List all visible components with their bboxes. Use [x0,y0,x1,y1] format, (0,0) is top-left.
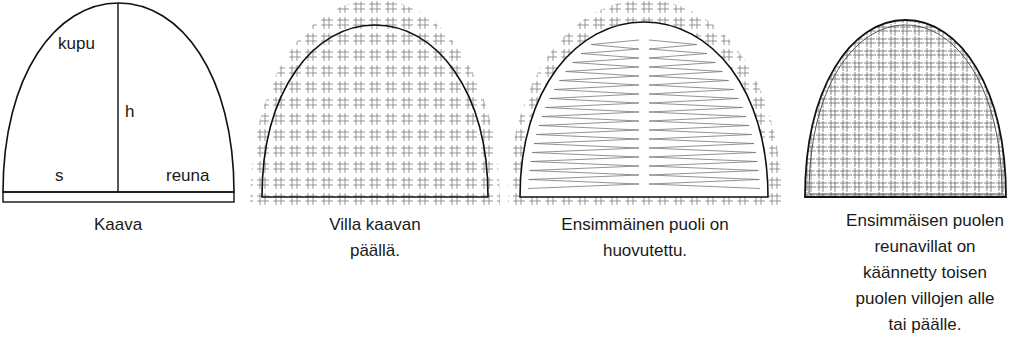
part-label: reuna [166,166,209,186]
felted-strokes [649,40,760,189]
brim-band [3,192,234,202]
wool-texture [250,0,500,206]
wool-texture [805,20,1006,197]
caption: Ensimmäisen puolen reunavillat on käänne… [845,208,1005,338]
height-line [117,3,118,192]
dimension-label: s [55,166,64,186]
felted-strokes [528,40,639,189]
wool-texture [508,0,782,206]
dimension-label: h [125,102,134,122]
caption: Villa kaavan päällä. [310,212,440,264]
pattern-outline [805,20,1006,197]
pattern-outline [262,25,488,197]
caption: Kaava [48,212,188,238]
felted-area [520,22,768,197]
caption: Ensimmäinen puoli on huovutettu. [558,212,733,264]
pattern-outline [3,3,234,192]
turned-edge [809,25,1002,194]
pattern-outline [520,22,768,197]
part-label: kupu [58,34,95,54]
figures [3,0,1006,206]
